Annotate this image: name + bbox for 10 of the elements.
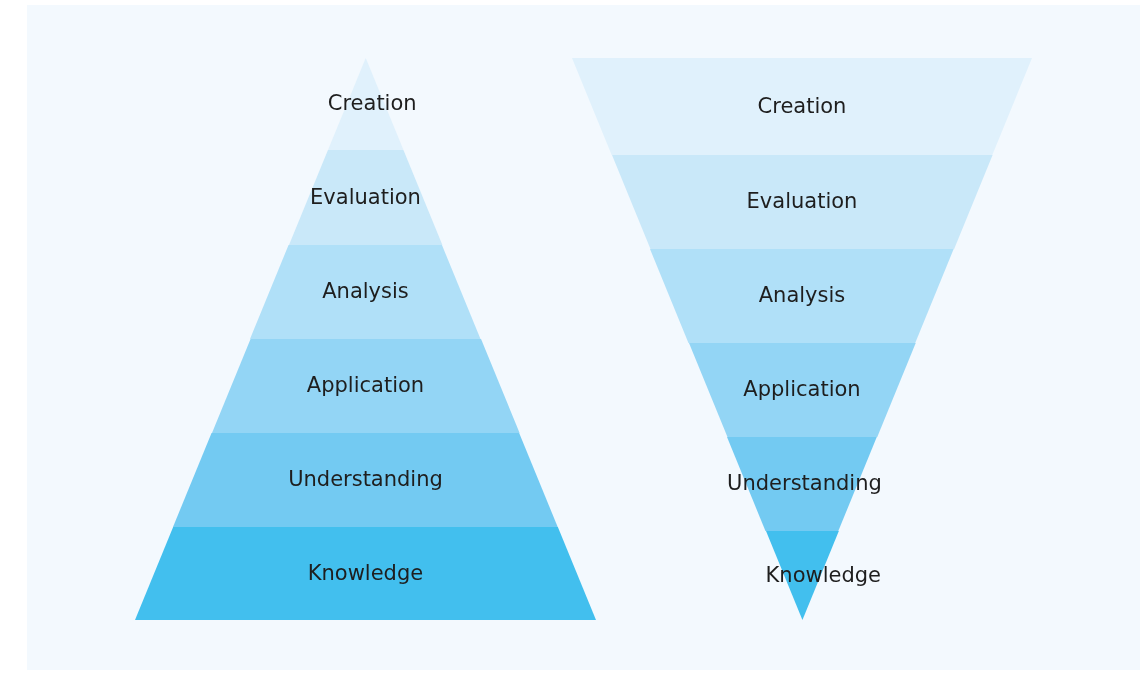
band-label: Analysis	[322, 279, 409, 303]
band-label: Evaluation	[310, 184, 421, 209]
band-label: Application	[743, 377, 861, 401]
band-label: Creation	[327, 91, 417, 115]
band-label: Analysis	[758, 283, 846, 307]
band-label: Knowledge	[307, 560, 424, 585]
band-label: Application	[306, 373, 425, 397]
band-label: Creation	[757, 93, 847, 118]
band-label: Understanding	[288, 467, 443, 491]
band-label: Evaluation	[746, 189, 858, 213]
